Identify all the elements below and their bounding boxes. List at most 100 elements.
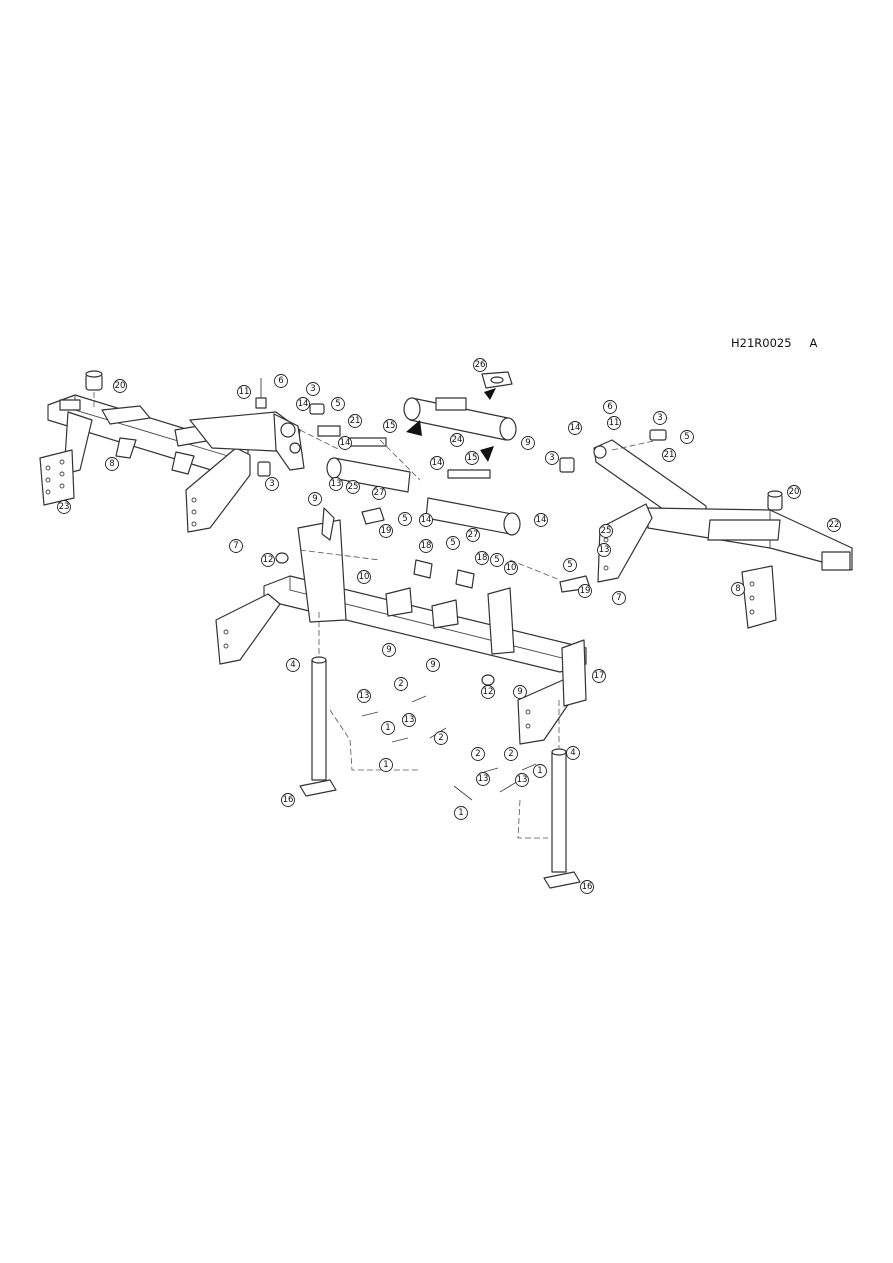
- part-callout: 12: [261, 553, 275, 567]
- part-callout: 4: [566, 746, 580, 760]
- callout-circle: [476, 772, 490, 786]
- part-callout: 14: [419, 513, 433, 527]
- part-callout: 13: [329, 477, 343, 491]
- callout-circle: [261, 553, 275, 567]
- callout-circle: [331, 397, 345, 411]
- part-callout: 11: [237, 385, 251, 399]
- callout-circle: [680, 430, 694, 444]
- callout-label: 7: [233, 541, 238, 551]
- part-callout: 8: [105, 457, 119, 471]
- callout-circle: [382, 643, 396, 657]
- callout-label: 14: [340, 438, 351, 448]
- callout-circle: [338, 436, 352, 450]
- callout-label: 9: [312, 494, 317, 504]
- part-callout: 18: [475, 551, 489, 565]
- callout-circle: [348, 414, 362, 428]
- callout-label: 1: [537, 766, 542, 776]
- part-callout: 14: [430, 456, 444, 470]
- part-callout: 26: [473, 358, 487, 372]
- callout-circle: [612, 591, 626, 605]
- callout-label: 27: [374, 488, 385, 498]
- part-callout: 3: [653, 411, 667, 425]
- callout-label: 6: [278, 376, 283, 386]
- callout-label: 14: [432, 458, 443, 468]
- callout-label: 2: [508, 749, 513, 759]
- callout-label: 23: [59, 502, 70, 512]
- callout-circle: [545, 451, 559, 465]
- part-callout: 14: [338, 436, 352, 450]
- part-callout: 5: [490, 553, 504, 567]
- callout-circle: [372, 486, 386, 500]
- callout-circle: [306, 382, 320, 396]
- arrow-icon: [480, 446, 494, 462]
- part-callout: 15: [465, 451, 479, 465]
- callout-label: 13: [331, 479, 342, 489]
- callout-circle: [346, 480, 360, 494]
- hydraulic-cylinders: [326, 371, 521, 536]
- callout-label: 15: [385, 421, 396, 431]
- callout-circle: [450, 433, 464, 447]
- callout-circle: [446, 536, 460, 550]
- part-callout: 13: [357, 689, 371, 703]
- part-callout: 27: [466, 528, 480, 542]
- callout-label: 8: [735, 584, 740, 594]
- callout-label: 25: [601, 526, 612, 536]
- callout-circle: [419, 513, 433, 527]
- callout-label: 15: [467, 453, 478, 463]
- callout-circle: [419, 539, 433, 553]
- callout-label: 14: [298, 399, 309, 409]
- part-callout: 13: [597, 543, 611, 557]
- part-callout: 9: [521, 436, 535, 450]
- callout-label: 5: [684, 432, 689, 442]
- callout-label: 9: [430, 660, 435, 670]
- part-callout: 19: [379, 524, 393, 538]
- callout-label: 18: [421, 541, 432, 551]
- callout-circle: [329, 477, 343, 491]
- callout-label: 18: [477, 553, 488, 563]
- left-hinge-arm: [189, 378, 341, 477]
- callout-label: 21: [350, 416, 361, 426]
- callout-circle: [578, 584, 592, 598]
- callout-circle: [466, 528, 480, 542]
- part-callout: 5: [563, 558, 577, 572]
- callout-label: 9: [386, 645, 391, 655]
- part-callout: 14: [534, 513, 548, 527]
- part-callout: 17: [592, 669, 606, 683]
- part-callout: 25: [599, 524, 613, 538]
- part-callout: 14: [296, 397, 310, 411]
- callout-circle: [504, 747, 518, 761]
- left-wing-frame: [39, 370, 251, 533]
- part-callout: 25: [346, 480, 360, 494]
- callout-circle: [597, 543, 611, 557]
- part-callout: 13: [515, 773, 529, 787]
- callout-circle: [308, 492, 322, 506]
- callout-label: 14: [421, 515, 432, 525]
- callout-circle: [827, 518, 841, 532]
- callout-circle: [57, 500, 71, 514]
- callout-label: 9: [517, 687, 522, 697]
- callout-label: 3: [269, 479, 274, 489]
- callout-circle: [592, 669, 606, 683]
- part-callout: 7: [229, 539, 243, 553]
- callout-label: 13: [599, 545, 610, 555]
- part-callout: 5: [331, 397, 345, 411]
- main-frame: [215, 507, 591, 745]
- callout-label: 19: [381, 526, 392, 536]
- part-callout: 2: [434, 731, 448, 745]
- callout-circle: [521, 436, 535, 450]
- callout-label: 24: [452, 435, 463, 445]
- part-callout: 1: [381, 721, 395, 735]
- callout-circle: [113, 379, 127, 393]
- part-callout: 4: [286, 658, 300, 672]
- callout-circle: [281, 793, 295, 807]
- part-callout: 8: [731, 582, 745, 596]
- callout-circle: [563, 558, 577, 572]
- callout-label: 13: [517, 775, 528, 785]
- direction-arrows: [406, 388, 496, 462]
- part-callout: 23: [57, 500, 71, 514]
- callout-circle: [381, 721, 395, 735]
- callout-label: 22: [829, 520, 840, 530]
- part-callout: 5: [446, 536, 460, 550]
- callout-label: 4: [570, 748, 575, 758]
